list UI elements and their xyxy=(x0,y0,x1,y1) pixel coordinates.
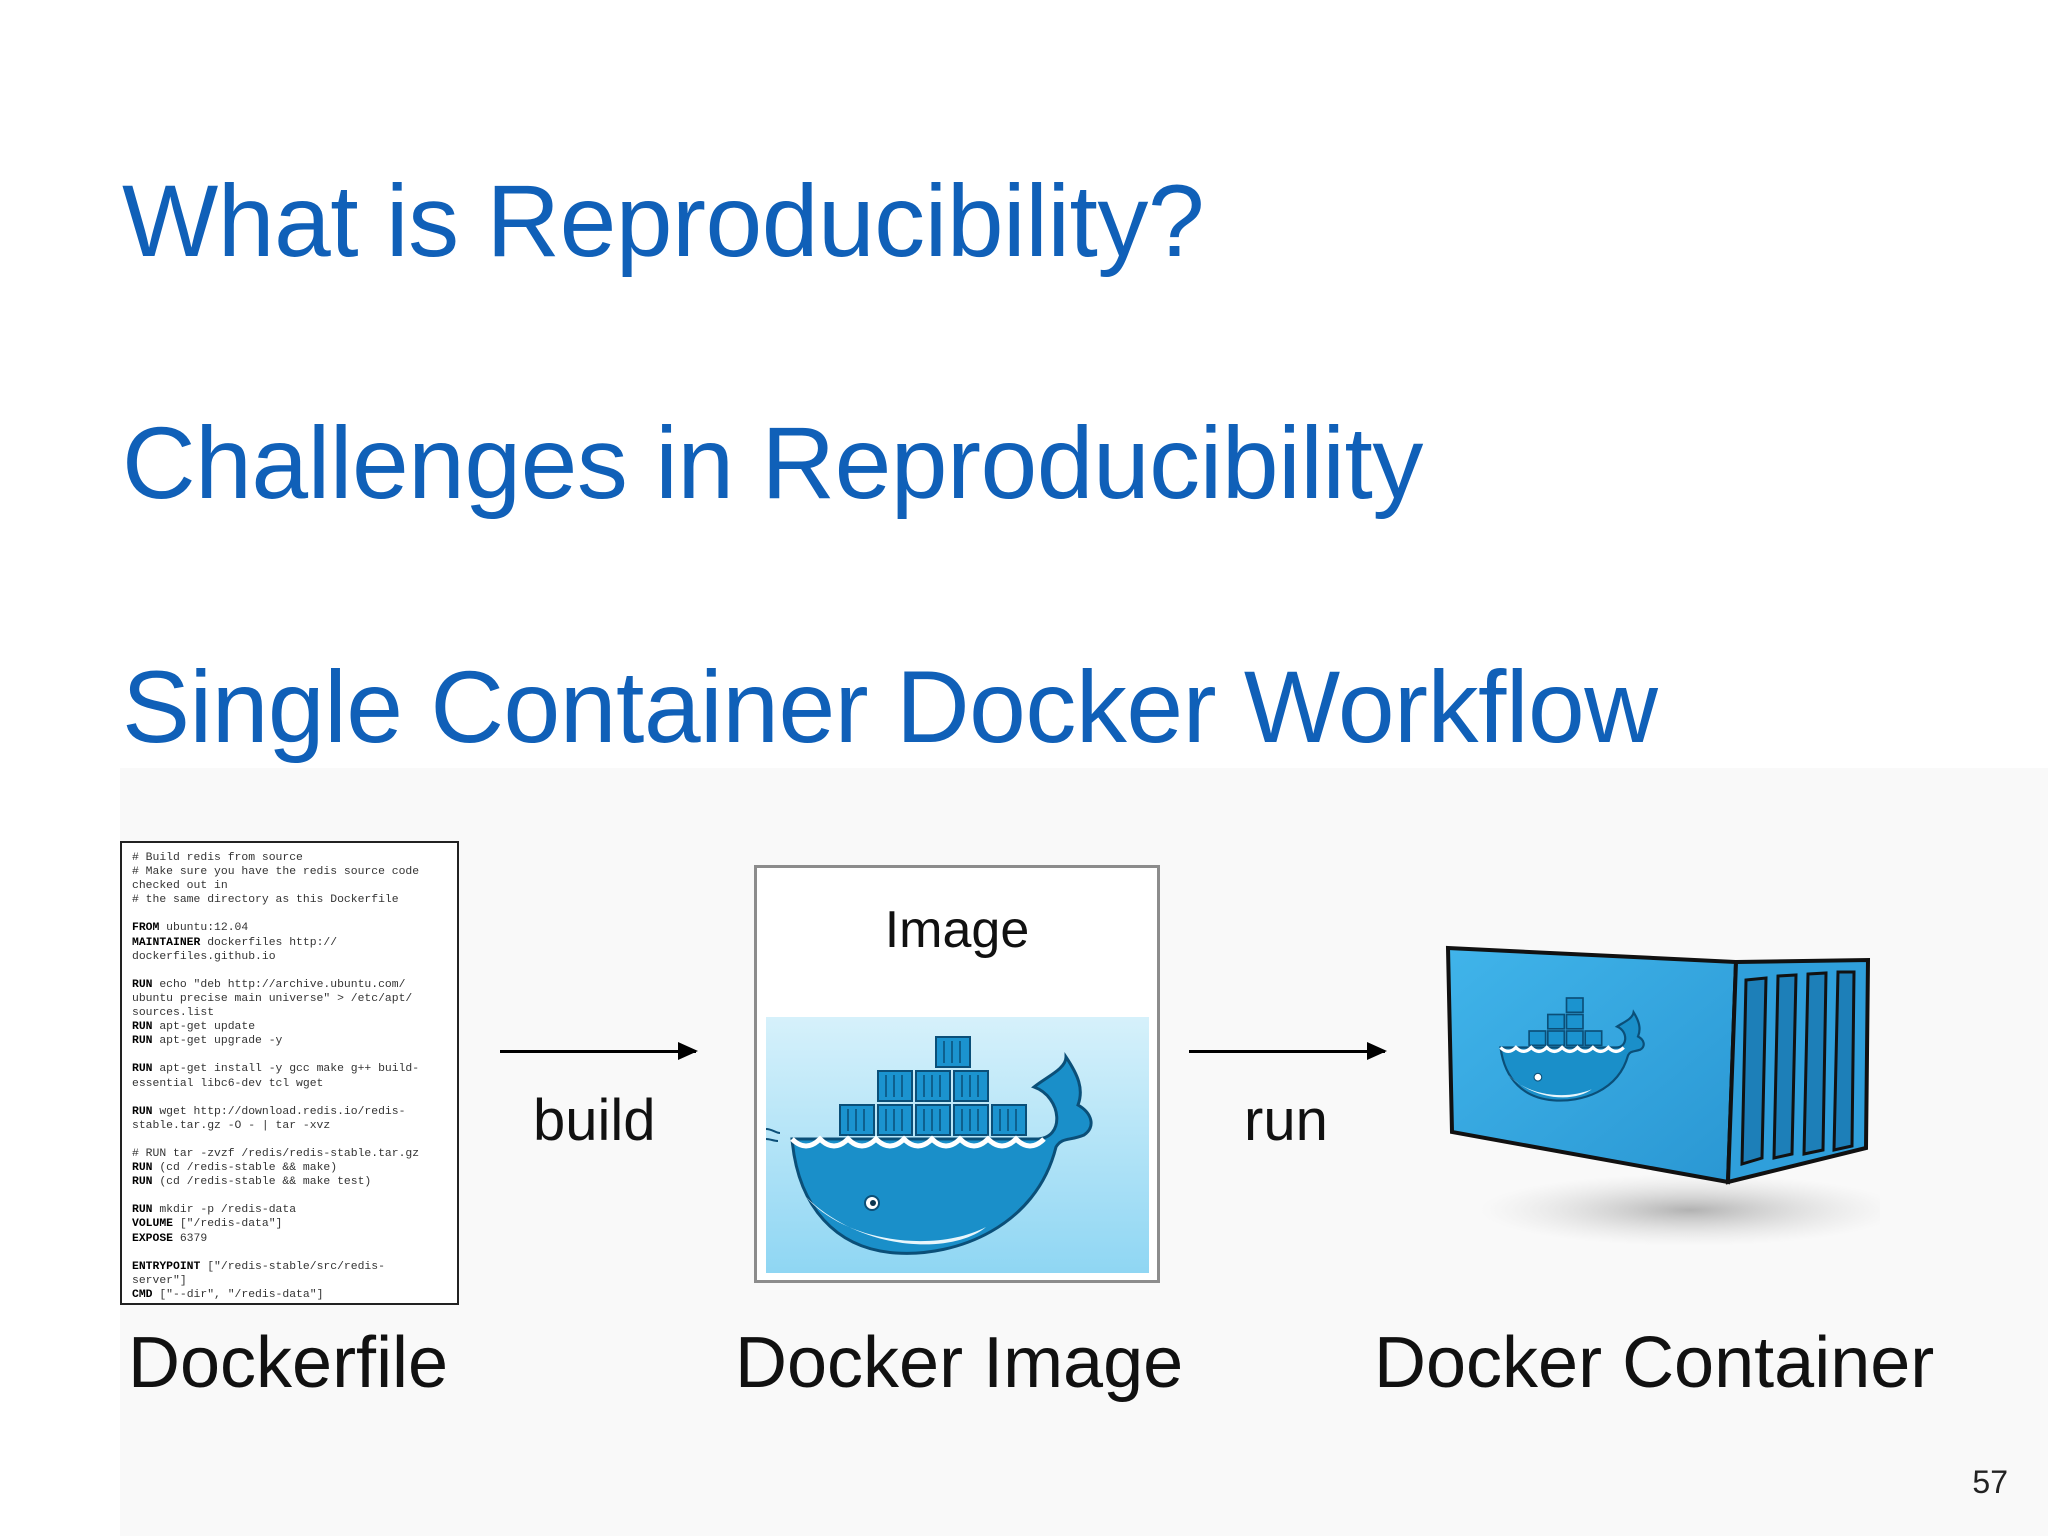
caption-docker-container: Docker Container xyxy=(1374,1323,1935,1403)
caption-dockerfile: Dockerfile xyxy=(128,1323,449,1403)
docker-image-box: Image xyxy=(754,865,1160,1283)
dockerfile-line: VOLUME ["/redis-data"] xyxy=(132,1217,447,1231)
dockerfile-text: # RUN tar -zvzf /redis/redis-stable.tar.… xyxy=(132,1147,420,1160)
dockerfile-line: RUN apt-get update xyxy=(132,1020,447,1034)
dockerfile-line: CMD ["--dir", "/redis-data"] xyxy=(132,1288,447,1302)
dockerfile-code-box: # Build redis from source # Make sure you… xyxy=(120,841,459,1305)
dockerfile-line: MAINTAINER dockerfiles http:// xyxy=(132,936,447,950)
heading-docker-workflow: Single Container Docker Workflow xyxy=(122,650,1658,764)
dockerfile-text: ["/redis-stable/src/redis- xyxy=(200,1260,385,1273)
dockerfile-line: RUN (cd /redis-stable && make) xyxy=(132,1161,447,1175)
dockerfile-text: checked out in xyxy=(132,880,228,893)
dockerfile-line: RUN (cd /redis-stable && make test) xyxy=(132,1175,447,1189)
build-arrow xyxy=(500,1042,698,1060)
dockerfile-line xyxy=(132,1133,447,1147)
build-label: build xyxy=(533,1088,656,1153)
dockerfile-text: echo "deb http://archive.ubuntu.com/ xyxy=(152,978,406,991)
dockerfile-text: # Make sure you have the redis source co… xyxy=(132,866,420,879)
dockerfile-text: ubuntu:12.04 xyxy=(159,922,249,935)
dockerfile-text: (cd /redis-stable && make test) xyxy=(152,1176,372,1189)
dockerfile-line: ubuntu precise main universe" > /etc/apt… xyxy=(132,992,447,1006)
dockerfile-keyword: FROM xyxy=(132,922,160,935)
dockerfile-line xyxy=(132,1246,447,1260)
dockerfile-text: dockerfiles.github.io xyxy=(132,950,276,963)
dockerfile-line: RUN wget http://download.redis.io/redis- xyxy=(132,1105,447,1119)
dockerfile-keyword: RUN xyxy=(132,978,153,991)
dockerfile-line xyxy=(132,1189,447,1203)
dockerfile-keyword: RUN xyxy=(132,1021,153,1034)
dockerfile-line: # Make sure you have the redis source co… xyxy=(132,865,447,879)
dockerfile-text: mkdir -p /redis-data xyxy=(152,1204,297,1217)
heading-challenges: Challenges in Reproducibility xyxy=(122,406,1423,520)
dockerfile-keyword: MAINTAINER xyxy=(132,936,201,949)
dockerfile-line: RUN apt-get upgrade -y xyxy=(132,1034,447,1048)
dockerfile-line: RUN echo "deb http://archive.ubuntu.com/ xyxy=(132,978,447,992)
dockerfile-keyword: RUN xyxy=(132,1204,153,1217)
arrow-head-icon xyxy=(678,1042,698,1060)
dockerfile-text: stable.tar.gz -O - | tar -xvz xyxy=(132,1119,331,1132)
dockerfile-keyword: RUN xyxy=(132,1063,153,1076)
dockerfile-text: apt-get update xyxy=(152,1021,256,1034)
dockerfile-text: sources.list xyxy=(132,1007,215,1020)
dockerfile-text: ["/redis-data"] xyxy=(173,1218,283,1231)
run-label: run xyxy=(1244,1088,1328,1153)
dockerfile-line: essential libc6-dev tcl wget xyxy=(132,1077,447,1091)
dockerfile-text: essential libc6-dev tcl wget xyxy=(132,1077,324,1090)
shipping-container-icon xyxy=(1445,945,1880,1246)
dockerfile-keyword: EXPOSE xyxy=(132,1232,174,1245)
caption-docker-image: Docker Image xyxy=(735,1323,1184,1403)
dockerfile-text: ubuntu precise main universe" > /etc/apt… xyxy=(132,992,413,1005)
dockerfile-line: sources.list xyxy=(132,1006,447,1020)
dockerfile-keyword: RUN xyxy=(132,1105,153,1118)
dockerfile-line: stable.tar.gz -O - | tar -xvz xyxy=(132,1119,447,1133)
dockerfile-keyword: ENTRYPOINT xyxy=(132,1260,201,1273)
dockerfile-text: (cd /redis-stable && make) xyxy=(152,1162,338,1175)
dockerfile-text: apt-get install -y gcc make g++ build- xyxy=(152,1063,420,1076)
dockerfile-text: wget http://download.redis.io/redis- xyxy=(152,1105,406,1118)
dockerfile-line: # RUN tar -zvzf /redis/redis-stable.tar.… xyxy=(132,1147,447,1161)
dockerfile-line: FROM ubuntu:12.04 xyxy=(132,921,447,935)
dockerfile-line: EXPOSE 6379 xyxy=(132,1232,447,1246)
dockerfile-line: ENTRYPOINT ["/redis-stable/src/redis- xyxy=(132,1260,447,1274)
heading-reproducibility: What is Reproducibility? xyxy=(122,164,1205,278)
dockerfile-text: 6379 xyxy=(173,1232,208,1245)
dockerfile-text: # the same directory as this Dockerfile xyxy=(132,894,399,907)
arrow-head-icon xyxy=(1367,1042,1387,1060)
dockerfile-text: dockerfiles http:// xyxy=(200,936,338,949)
dockerfile-line: server"] xyxy=(132,1274,447,1288)
dockerfile-line: # Build redis from source xyxy=(132,851,447,865)
dockerfile-keyword: RUN xyxy=(132,1176,153,1189)
dockerfile-line: # the same directory as this Dockerfile xyxy=(132,893,447,907)
dockerfile-line xyxy=(132,964,447,978)
image-box-title: Image xyxy=(884,901,1030,959)
dockerfile-line: RUN apt-get install -y gcc make g++ buil… xyxy=(132,1062,447,1076)
run-arrow xyxy=(1189,1042,1387,1060)
dockerfile-line: checked out in xyxy=(132,879,447,893)
docker-whale-icon xyxy=(766,1017,1149,1273)
dockerfile-text: server"] xyxy=(132,1274,187,1287)
dockerfile-line: RUN mkdir -p /redis-data xyxy=(132,1203,447,1217)
dockerfile-keyword: VOLUME xyxy=(132,1218,174,1231)
dockerfile-keyword: RUN xyxy=(132,1035,153,1048)
dockerfile-text: apt-get upgrade -y xyxy=(152,1035,283,1048)
dockerfile-line: dockerfiles.github.io xyxy=(132,950,447,964)
dockerfile-line xyxy=(132,1091,447,1105)
dockerfile-text: ["--dir", "/redis-data"] xyxy=(152,1288,324,1301)
dockerfile-line xyxy=(132,1048,447,1062)
dockerfile-keyword: CMD xyxy=(132,1288,153,1301)
dockerfile-keyword: RUN xyxy=(132,1162,153,1175)
dockerfile-line xyxy=(132,907,447,921)
dockerfile-text: # Build redis from source xyxy=(132,852,303,864)
page-number: 57 xyxy=(1972,1464,2008,1500)
